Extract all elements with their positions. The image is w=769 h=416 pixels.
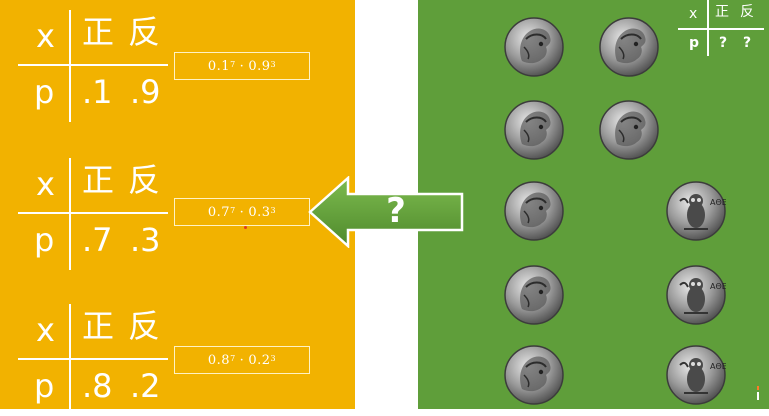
arrow-question-mark: ? — [386, 191, 406, 231]
cursor-dot — [244, 226, 247, 229]
table-divider-h — [678, 28, 764, 30]
owl-coin-icon — [666, 181, 726, 241]
tails-label: 反 — [128, 13, 161, 51]
table-divider-v — [69, 158, 71, 270]
inference-arrow-icon — [308, 176, 464, 248]
p-heads-value: .8 — [82, 367, 113, 405]
p-tails-unknown: ? — [743, 35, 752, 51]
p-label: p — [689, 35, 700, 51]
x-label: x — [36, 165, 55, 203]
corner-indicator-icon — [757, 386, 759, 400]
tails-label: 反 — [128, 161, 161, 199]
heads-label: 正 — [82, 161, 115, 199]
p-heads-unknown: ? — [719, 35, 728, 51]
p-label: p — [34, 73, 55, 111]
hypotheses-panel — [0, 0, 355, 409]
heads-label: 正 — [715, 4, 729, 20]
table-divider-v — [707, 0, 709, 56]
p-tails-value: .2 — [130, 367, 161, 405]
x-label: x — [689, 6, 698, 22]
probability-table-3: x 正 反 p .8 .2 — [18, 304, 168, 416]
athena-head-coin-icon — [504, 100, 564, 160]
p-tails-value: .9 — [130, 73, 161, 111]
p-heads-value: .7 — [82, 221, 113, 259]
athena-head-coin-icon — [599, 100, 659, 160]
owl-coin-icon — [666, 345, 726, 405]
p-heads-value: .1 — [82, 73, 113, 111]
p-label: p — [34, 221, 55, 259]
table-divider-v — [69, 304, 71, 416]
athena-head-coin-icon — [504, 345, 564, 405]
athena-head-coin-icon — [504, 17, 564, 77]
p-tails-value: .3 — [130, 221, 161, 259]
athena-head-coin-icon — [599, 17, 659, 77]
tails-label: 反 — [128, 307, 161, 345]
x-label: x — [36, 17, 55, 55]
table-divider-h — [18, 358, 168, 360]
table-divider-v — [69, 10, 71, 122]
athena-head-coin-icon — [504, 265, 564, 325]
table-divider-h — [18, 64, 168, 66]
heads-label: 正 — [82, 13, 115, 51]
p-label: p — [34, 367, 55, 405]
x-label: x — [36, 311, 55, 349]
heads-label: 正 — [82, 307, 115, 345]
tails-label: 反 — [740, 4, 754, 20]
athena-head-coin-icon — [504, 181, 564, 241]
owl-coin-icon — [666, 265, 726, 325]
unknown-probability-table: x 正 反 p ? ? — [678, 0, 768, 56]
probability-table-2: x 正 反 p .7 .3 — [18, 158, 168, 270]
table-divider-h — [18, 212, 168, 214]
probability-table-1: x 正 反 p .1 .9 — [18, 10, 168, 122]
